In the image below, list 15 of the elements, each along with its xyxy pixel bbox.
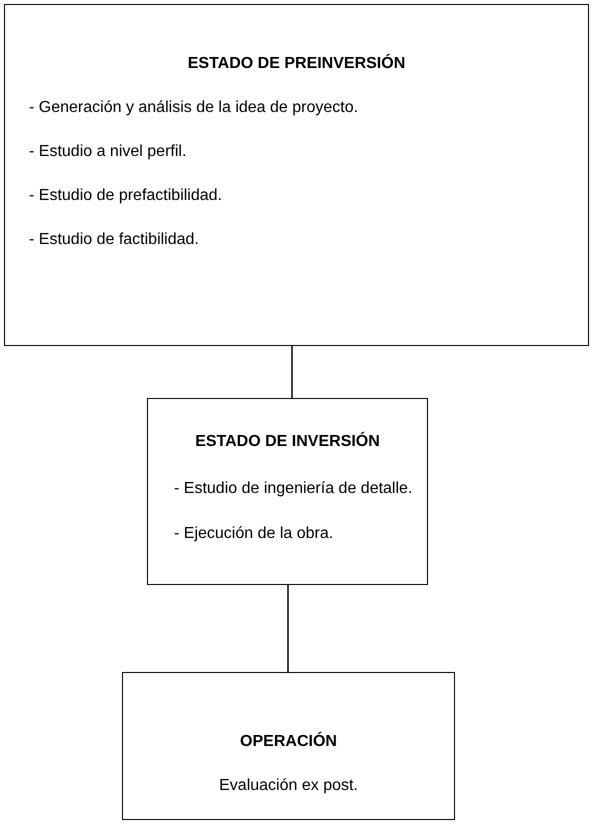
- stage-item: - Estudio a nivel perfil.: [29, 143, 188, 161]
- stage-item: - Estudio de factibilidad.: [29, 231, 200, 249]
- stage-item: - Estudio de ingeniería de detalle.: [174, 480, 414, 498]
- connector-line: [287, 585, 289, 672]
- stage-item: - Ejecución de la obra.: [174, 525, 334, 543]
- stage-item: - Estudio de prefactibilidad.: [29, 187, 223, 205]
- stage-title: ESTADO DE PREINVERSIÓN: [186, 55, 406, 73]
- stage-box: [122, 672, 455, 820]
- stage-item: Evaluación ex post.: [218, 777, 359, 795]
- stage-box: [4, 4, 589, 346]
- stage-box: [147, 398, 428, 585]
- stage-title: OPERACIÓN: [239, 733, 338, 751]
- stage-item: - Generación y análisis de la idea de proyecto.: [29, 99, 360, 117]
- stage-title: ESTADO DE INVERSIÓN: [194, 433, 381, 451]
- connector-line: [291, 346, 293, 398]
